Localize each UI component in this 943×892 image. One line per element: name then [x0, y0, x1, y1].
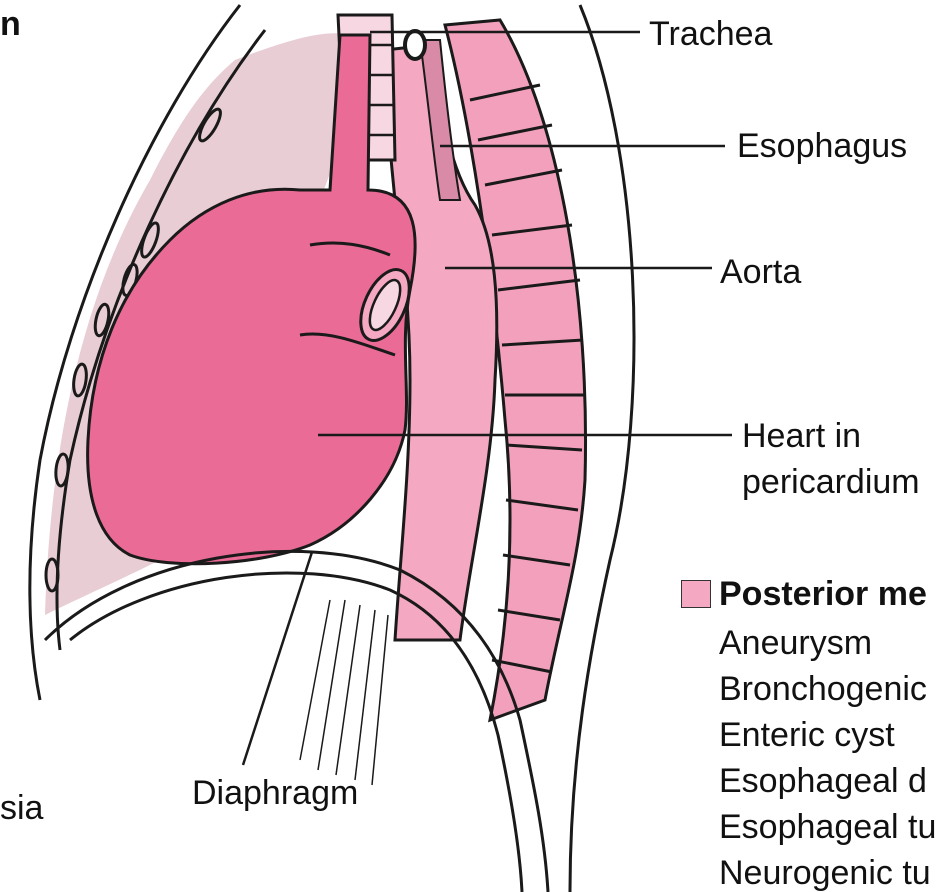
trachea-label: Trachea [649, 14, 772, 54]
legend-item: Enteric cyst [719, 712, 936, 758]
legend-item: Bronchogenic [719, 666, 936, 712]
legend-items: Aneurysm Bronchogenic Enteric cyst Esoph… [719, 620, 936, 892]
esophagus-label: Esophagus [737, 126, 907, 166]
legend-item: Neurogenic tu [719, 850, 936, 892]
bottom-left-fragment-label: sia [0, 788, 43, 828]
diaphragm-fibers [300, 600, 388, 785]
vessel-top-ring [405, 31, 425, 59]
legend-title: Posterior me [719, 574, 927, 614]
diaphragm-label: Diaphragm [192, 773, 358, 813]
legend-item: Aneurysm [719, 620, 936, 666]
legend-swatch [681, 580, 711, 608]
legend-item: Esophageal tu [719, 804, 936, 850]
diaphragm-leader [243, 552, 312, 765]
heart-label-line2: pericardium [742, 462, 920, 502]
legend: Posterior me Aneurysm Bronchogenic Enter… [681, 574, 943, 892]
heart-label-line1: Heart in [742, 416, 861, 456]
aorta-label: Aorta [720, 252, 801, 292]
legend-item: Esophageal d [719, 758, 936, 804]
top-left-fragment-label: n [0, 4, 21, 44]
